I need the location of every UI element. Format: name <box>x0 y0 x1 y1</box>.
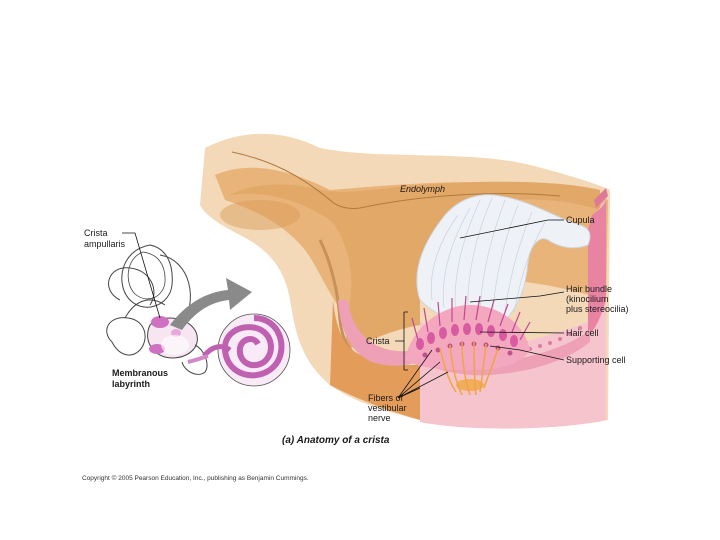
svg-text:Hair cell: Hair cell <box>566 328 599 338</box>
label-fibers-vestibular-nerve: Fibers of vestibular nerve <box>368 349 449 423</box>
svg-text:Cupula: Cupula <box>566 215 595 225</box>
label-crista: Crista <box>366 311 408 371</box>
label-hair-bundle: Hair bundle (kinocilium plus stereocilia… <box>469 284 629 314</box>
crista-structure <box>405 295 531 396</box>
membranous-labyrinth-drawing <box>106 244 291 387</box>
label-cupula: Cupula <box>459 215 595 239</box>
svg-text:Crista: Crista <box>366 336 390 346</box>
svg-text:Membranous: Membranous <box>112 368 168 378</box>
svg-text:plus stereocilia): plus stereocilia) <box>566 304 629 314</box>
svg-text:Crista: Crista <box>84 228 108 238</box>
svg-text:Fibers of: Fibers of <box>368 393 404 403</box>
label-hair-cell: Hair cell <box>479 328 599 338</box>
svg-text:nerve: nerve <box>368 413 391 423</box>
direction-arrow <box>170 278 252 330</box>
svg-text:ampullaris: ampullaris <box>84 239 126 249</box>
label-endolymph: Endolymph <box>400 184 445 194</box>
label-crista-ampullaris: Crista ampullaris <box>84 228 161 319</box>
svg-text:Supporting cell: Supporting cell <box>566 355 626 365</box>
svg-text:Hair bundle: Hair bundle <box>566 284 612 294</box>
figure-caption: (a) Anatomy of a crista <box>282 435 390 446</box>
svg-text:(kinocilium: (kinocilium <box>566 294 609 304</box>
svg-text:labyrinth: labyrinth <box>112 379 150 389</box>
label-supporting-cell: Supporting cell <box>489 345 626 365</box>
svg-text:vestibular: vestibular <box>368 403 407 413</box>
label-membranous-labyrinth: Membranous labyrinth <box>112 368 168 389</box>
copyright-notice: Copyright © 2005 Pearson Education, Inc.… <box>82 474 309 482</box>
